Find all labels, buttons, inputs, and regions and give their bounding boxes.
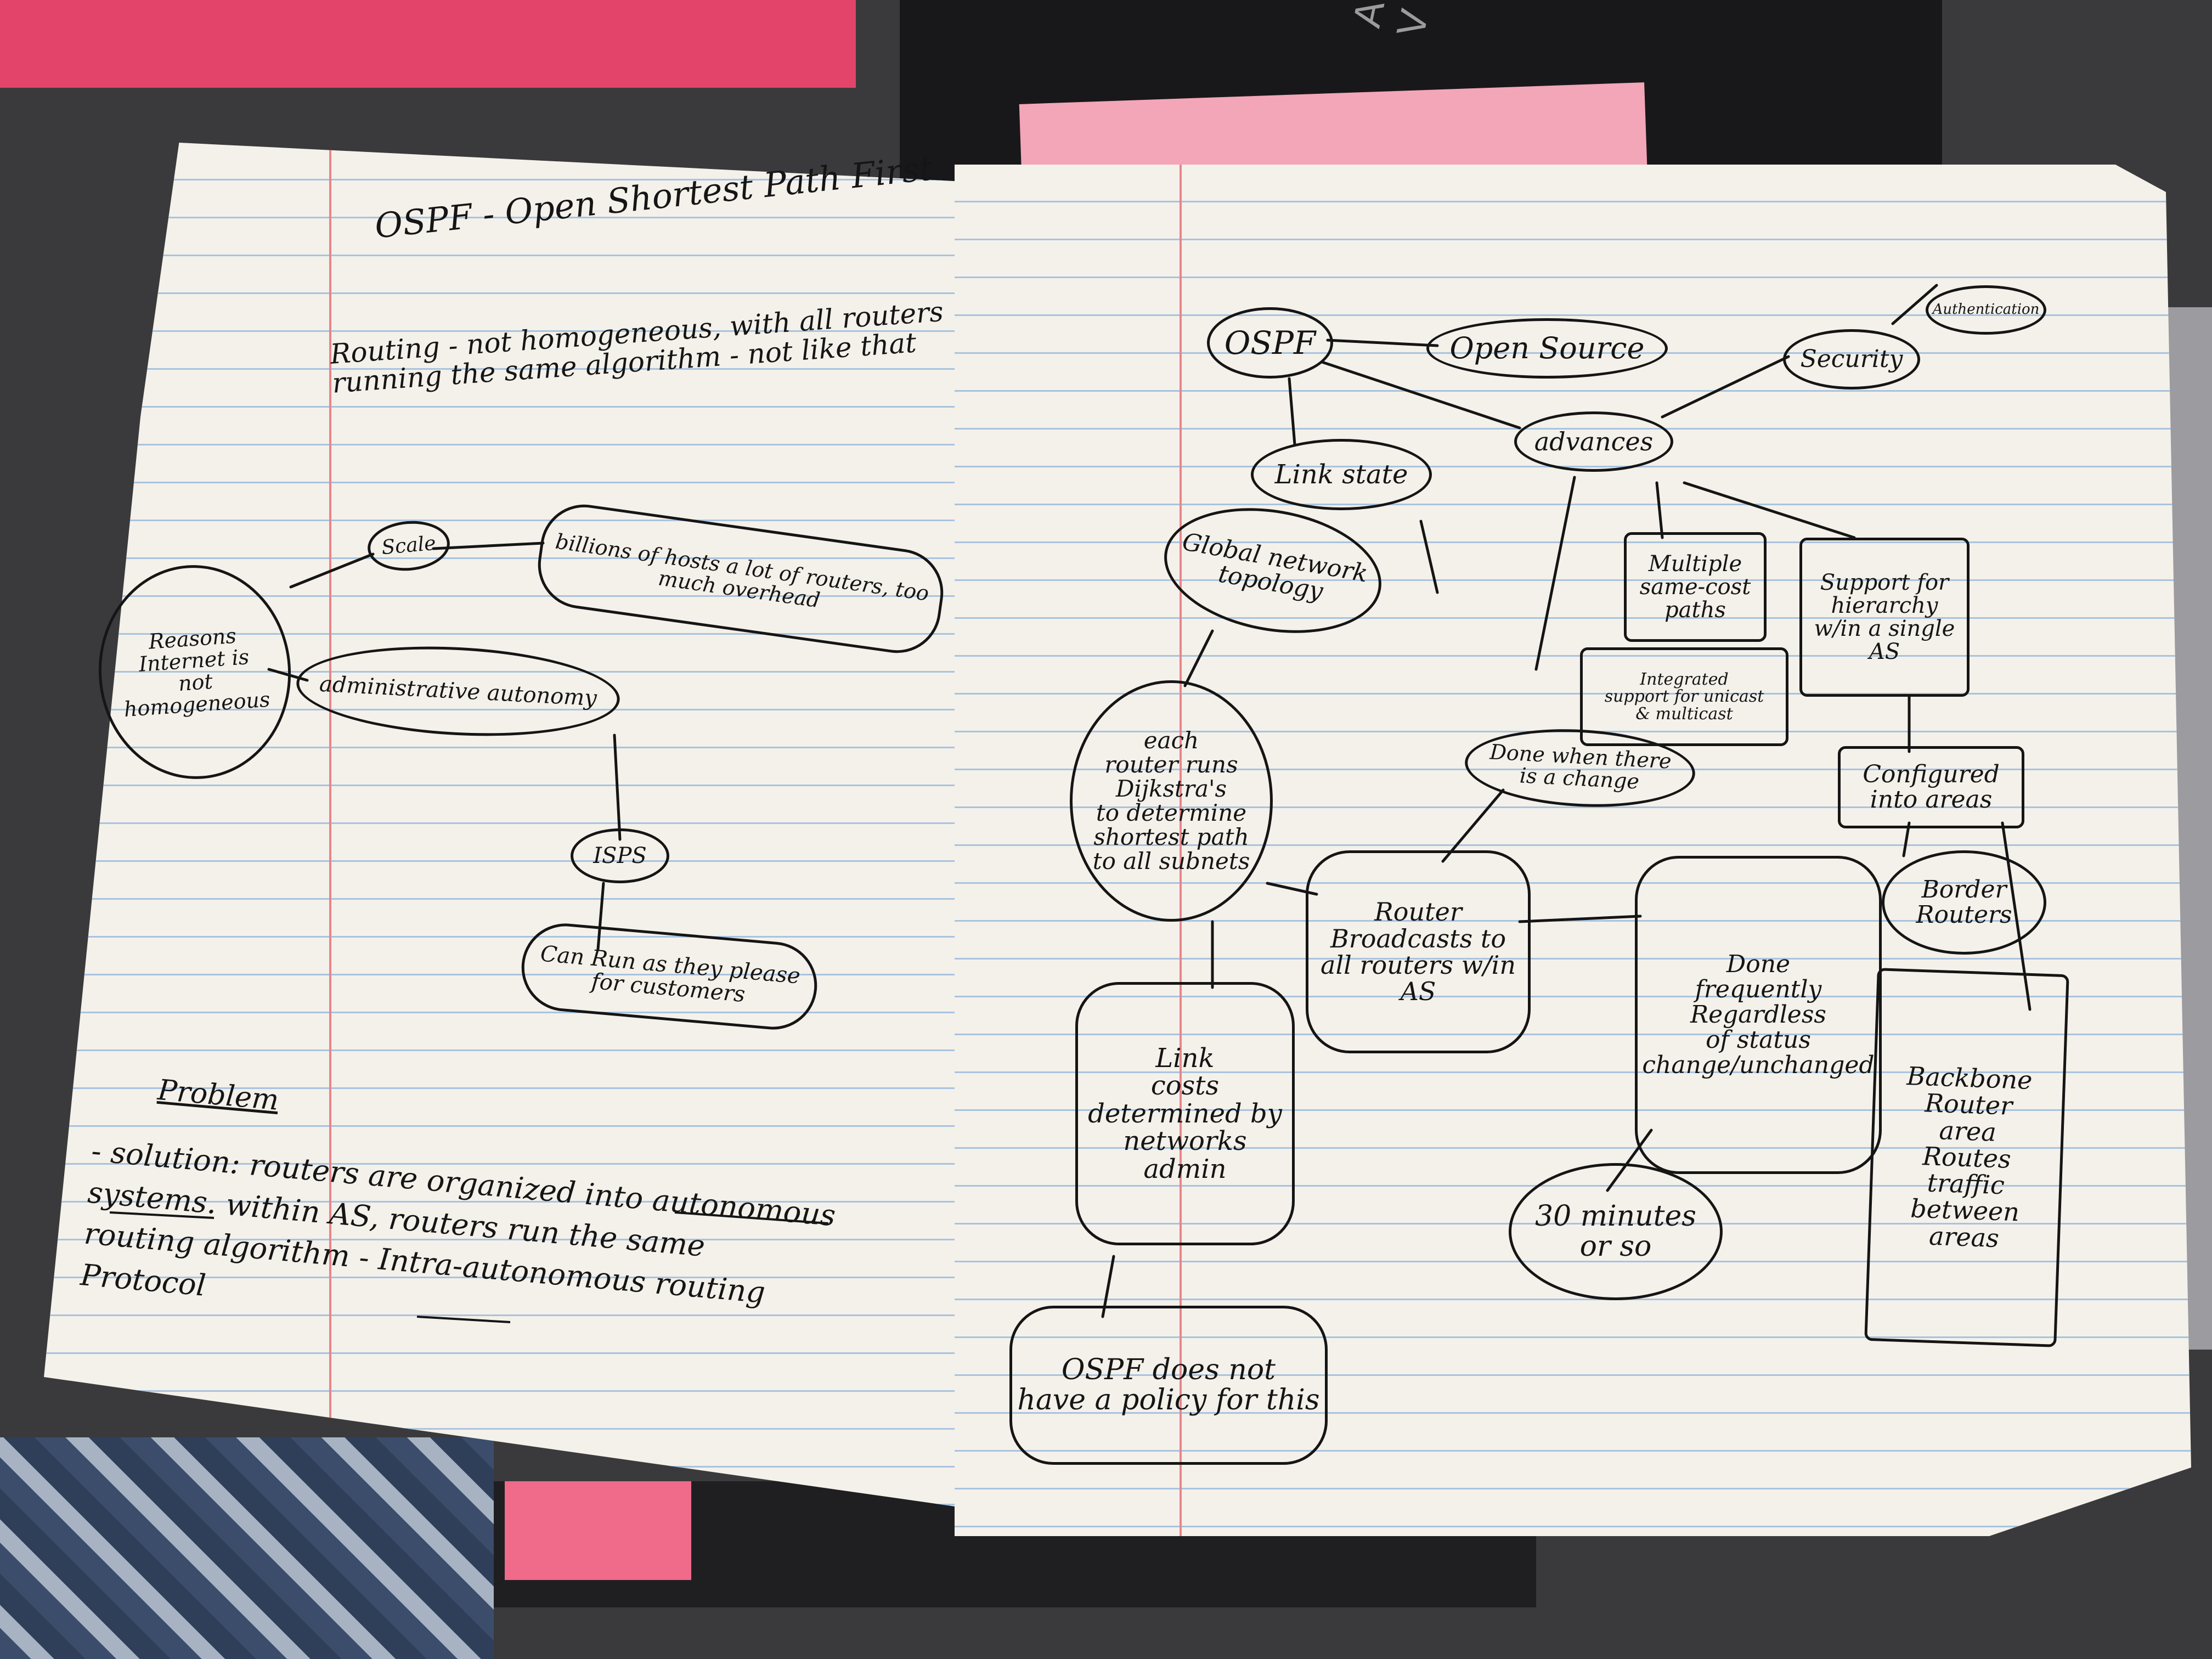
border-routers-node: Border Routers [1882,850,2046,955]
multiple-paths-node: Multiple same-cost paths [1624,532,1767,642]
pink-notebook-edge [505,1481,691,1580]
advances-node: advances [1514,411,1673,472]
authentication-node: Authentication [1926,285,2046,335]
security-node: Security [1783,329,1920,390]
multicast-node: Integrated support for unicast & multica… [1580,647,1788,746]
hierarchy-node: Support for hierarchy w/in a single AS [1799,538,1970,697]
policy-node: OSPF does not have a policy for this [1009,1306,1328,1465]
broadcast-node: Router Broadcasts to all routers w/in AS [1306,850,1531,1053]
rug [0,1437,494,1659]
open-source-node: Open Source [1426,318,1668,379]
link-costs-node: Link costs determined by networks admin [1075,982,1295,1245]
backbone-node: Backbone Router area Routes traffic betw… [1864,968,2069,1347]
left-margin-line [329,143,331,1514]
ospf-node: OSPF [1207,307,1333,379]
pink-folder [0,0,856,88]
thirty-minutes-node: 30 minutes or so [1509,1163,1723,1300]
frequently-node: Done frequently Regardless of status cha… [1635,856,1882,1174]
isps-node: ISPS [571,828,669,883]
dijkstra-node: each router runs Dijkstra's to determine… [1070,680,1273,922]
link-state-node: Link state [1251,439,1432,510]
left-page [44,143,1009,1514]
areas-node: Configured into areas [1838,746,2024,828]
